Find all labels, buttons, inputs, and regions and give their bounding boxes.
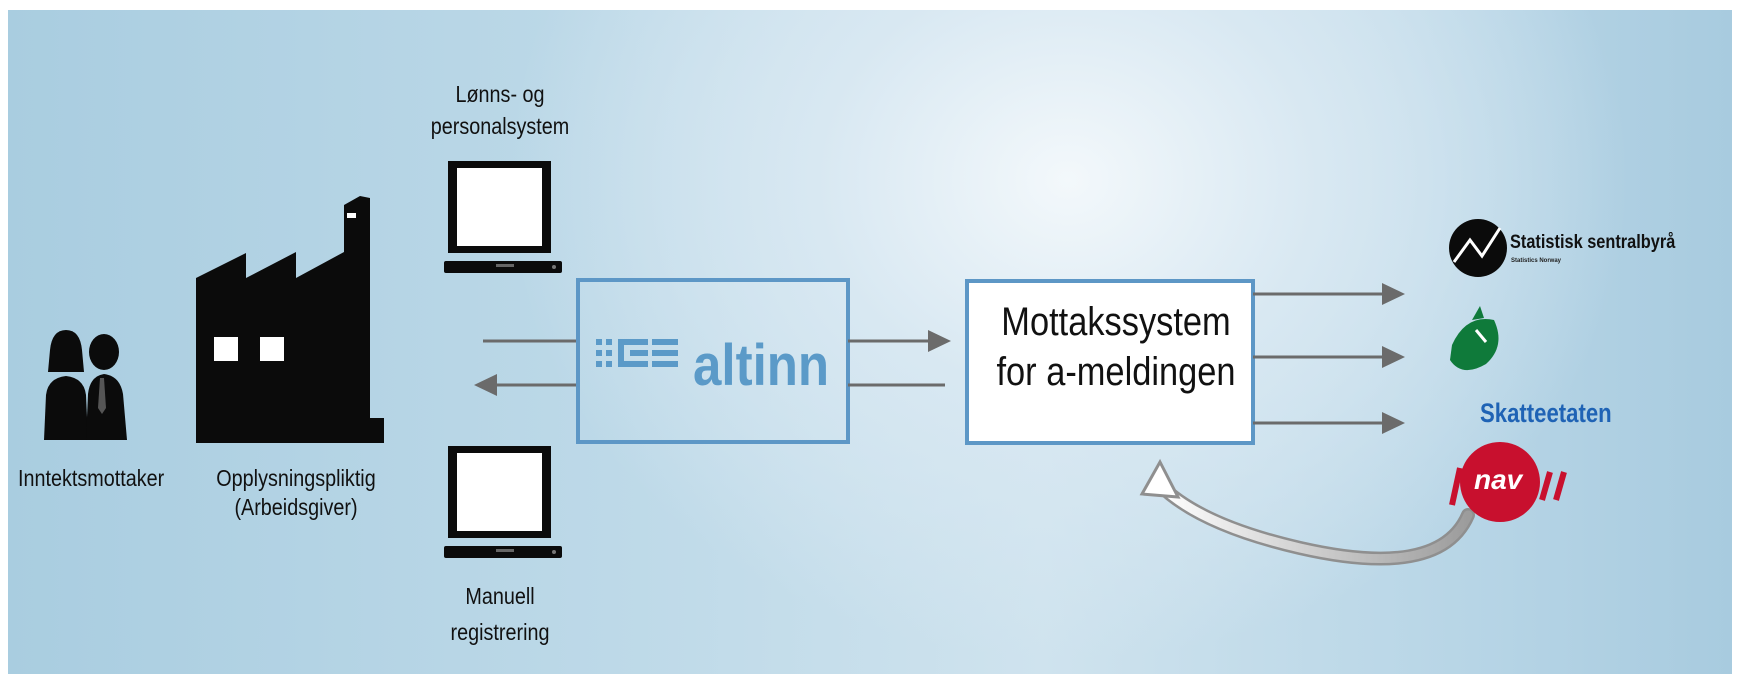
arrow-head-middle <box>928 330 951 352</box>
mottak-label: Mottakssystem for a-meldingen <box>993 297 1239 397</box>
lonns-label-line2: personalsystem <box>430 113 570 139</box>
altinn-logo <box>596 339 678 367</box>
arbeidsgiver-label: (Arbeidsgiver) <box>234 494 358 520</box>
skatteetaten-name: Skatteetaten <box>1480 398 1612 428</box>
connector-lines-middle <box>848 339 945 387</box>
inntektsmottaker-label: Inntektsmottaker <box>18 465 165 491</box>
laptop-icon <box>444 161 562 273</box>
altinn-box <box>576 278 850 444</box>
mottak-label-line1: Mottakssystem <box>1001 300 1231 344</box>
mottak-label-line2: for a-meldingen <box>996 350 1236 394</box>
factory-icon <box>196 196 384 443</box>
laptop-icon <box>444 446 562 558</box>
people-icon <box>44 330 127 440</box>
nav-wordmark: nav <box>1474 464 1523 495</box>
mottak-box <box>965 279 1255 445</box>
lonns-label-line1: Lønns- og <box>455 81 545 107</box>
arrow-heads-right <box>1382 283 1405 434</box>
opplysningspliktig-label: Opplysningspliktig <box>216 465 376 491</box>
altinn-wordmark: altinn <box>693 333 830 398</box>
nav-logo <box>1449 442 1567 522</box>
ssb-subtitle: Statistics Norway <box>1511 258 1562 264</box>
curved-arrow-icon <box>1139 458 1475 566</box>
connector-lines-right <box>1253 292 1382 425</box>
manuell-label-line2: registrering <box>450 619 550 645</box>
ssb-logo <box>1449 219 1507 277</box>
manuell-label-line1: Manuell <box>465 583 535 609</box>
arrow-head-left <box>474 374 497 396</box>
ssb-name: Statistisk sentralbyrå <box>1510 232 1676 253</box>
skatteetaten-logo <box>1450 306 1499 371</box>
connector-lines-left <box>483 339 578 387</box>
